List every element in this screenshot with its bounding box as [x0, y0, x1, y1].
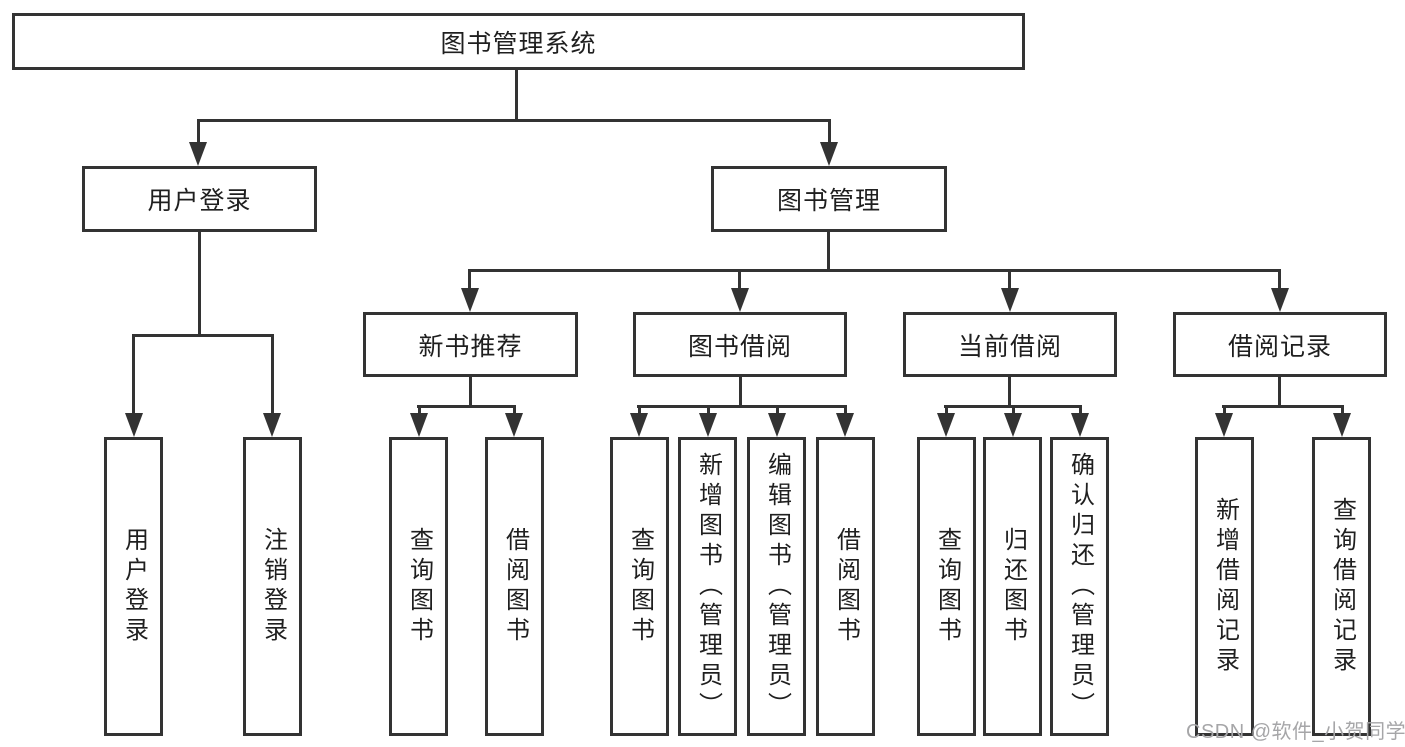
arrow-down-icon	[836, 413, 854, 437]
node-borrow-record: 借阅记录	[1173, 312, 1387, 377]
edge-root-stem	[515, 68, 518, 120]
arrow-down-icon	[189, 142, 207, 166]
arrow-down-icon	[125, 413, 143, 437]
edge-level2-bar	[197, 119, 831, 122]
arrow-down-icon	[731, 288, 749, 312]
node-borrow-record-label: 借阅记录	[1227, 332, 1332, 361]
arrow-down-icon	[630, 413, 648, 437]
edge-leaf-drop	[132, 336, 135, 416]
leaf-query-book-borrow-label: 查询图书	[626, 526, 654, 647]
watermark: CSDN @软件_小贺同学	[1186, 721, 1405, 743]
node-new-book-recommend: 新书推荐	[363, 312, 578, 377]
leaf-logout-label: 注销登录	[259, 526, 287, 647]
edge-user-login-bar	[132, 334, 274, 337]
leaf-user-login: 用户登录	[104, 437, 163, 736]
edge-leaf-drop	[1079, 407, 1082, 415]
edge-level3-drop	[468, 271, 471, 291]
edge-leaf-drop	[844, 407, 847, 415]
node-book-borrow: 图书借阅	[633, 312, 847, 377]
leaf-borrow-book-recommend-label: 借阅图书	[501, 526, 529, 647]
edge-user-login-stem	[198, 231, 201, 335]
leaf-query-book-current: 查询图书	[917, 437, 976, 736]
node-root: 图书管理系统	[12, 13, 1025, 70]
node-root-label: 图书管理系统	[440, 29, 597, 58]
edge-level3-drop	[738, 271, 741, 291]
edge-borrow-record-stem	[1278, 377, 1281, 406]
edge-level3-drop	[1008, 271, 1011, 291]
node-current-borrow: 当前借阅	[903, 312, 1117, 377]
leaf-add-book-admin: 新增图书（管理员）	[678, 437, 737, 736]
edge-leaf-drop	[1012, 407, 1015, 415]
arrow-down-icon	[461, 288, 479, 312]
leaf-borrow-book: 借阅图书	[816, 437, 875, 736]
edge-book-borrow-bar	[637, 405, 847, 408]
edge-leaf-drop	[945, 407, 948, 415]
leaf-query-book-current-label: 查询图书	[933, 526, 961, 647]
arrow-down-icon	[937, 413, 955, 437]
edge-current-borrow-bar	[944, 405, 1082, 408]
edge-leaf-drop	[513, 407, 516, 415]
edge-leaf-drop	[1341, 407, 1344, 415]
arrow-down-icon	[768, 413, 786, 437]
node-book-borrow-label: 图书借阅	[687, 332, 792, 361]
arrow-down-icon	[1004, 413, 1022, 437]
arrow-down-icon	[820, 142, 838, 166]
edge-leaf-drop	[1223, 407, 1226, 415]
leaf-edit-book-admin-label: 编辑图书（管理员）	[763, 451, 791, 722]
edge-book-borrow-stem	[739, 377, 742, 406]
edge-level3-bar	[468, 269, 1281, 272]
leaf-borrow-book-recommend: 借阅图书	[485, 437, 544, 736]
arrow-down-icon	[699, 413, 717, 437]
arrow-down-icon	[1071, 413, 1089, 437]
leaf-add-borrow-record-label: 新增借阅记录	[1211, 496, 1239, 677]
node-book-management: 图书管理	[711, 166, 947, 232]
edge-new-book-bar	[417, 405, 516, 408]
node-current-borrow-label: 当前借阅	[957, 332, 1062, 361]
leaf-add-borrow-record: 新增借阅记录	[1195, 437, 1254, 736]
leaf-query-borrow-record: 查询借阅记录	[1312, 437, 1371, 736]
arrow-down-icon	[263, 413, 281, 437]
arrow-down-icon	[1001, 288, 1019, 312]
edge-borrow-record-bar	[1222, 405, 1344, 408]
edge-leaf-drop	[707, 407, 710, 415]
edge-new-book-stem	[469, 377, 472, 406]
edge-book-management-drop	[828, 121, 831, 146]
edge-level3-drop	[1278, 271, 1281, 291]
leaf-user-login-label: 用户登录	[120, 526, 148, 647]
arrow-down-icon	[410, 413, 428, 437]
leaf-return-book: 归还图书	[983, 437, 1042, 736]
edge-book-management-stem	[827, 231, 830, 271]
leaf-add-book-admin-label: 新增图书（管理员）	[694, 451, 722, 722]
arrow-down-icon	[1333, 413, 1351, 437]
node-user-login-label: 用户登录	[147, 187, 252, 215]
arrow-down-icon	[1215, 413, 1233, 437]
edge-leaf-drop	[271, 336, 274, 416]
leaf-logout: 注销登录	[243, 437, 302, 736]
leaf-query-book-borrow: 查询图书	[610, 437, 669, 736]
leaf-edit-book-admin: 编辑图书（管理员）	[747, 437, 806, 736]
leaf-query-book-recommend: 查询图书	[389, 437, 448, 736]
leaf-return-book-label: 归还图书	[999, 526, 1027, 647]
leaf-confirm-return-admin-label: 确认归还（管理员）	[1066, 451, 1094, 722]
leaf-borrow-book-label: 借阅图书	[832, 526, 860, 647]
arrow-down-icon	[505, 413, 523, 437]
node-user-login: 用户登录	[82, 166, 317, 232]
edge-leaf-drop	[638, 407, 641, 415]
edge-leaf-drop	[776, 407, 779, 415]
edge-current-borrow-stem	[1008, 377, 1011, 406]
edge-user-login-drop	[197, 121, 200, 146]
leaf-confirm-return-admin: 确认归还（管理员）	[1050, 437, 1109, 736]
leaf-query-borrow-record-label: 查询借阅记录	[1328, 496, 1356, 677]
edge-leaf-drop	[418, 407, 421, 415]
node-new-book-recommend-label: 新书推荐	[418, 332, 523, 361]
arrow-down-icon	[1271, 288, 1289, 312]
leaf-query-book-recommend-label: 查询图书	[405, 526, 433, 647]
node-book-management-label: 图书管理	[776, 187, 881, 215]
